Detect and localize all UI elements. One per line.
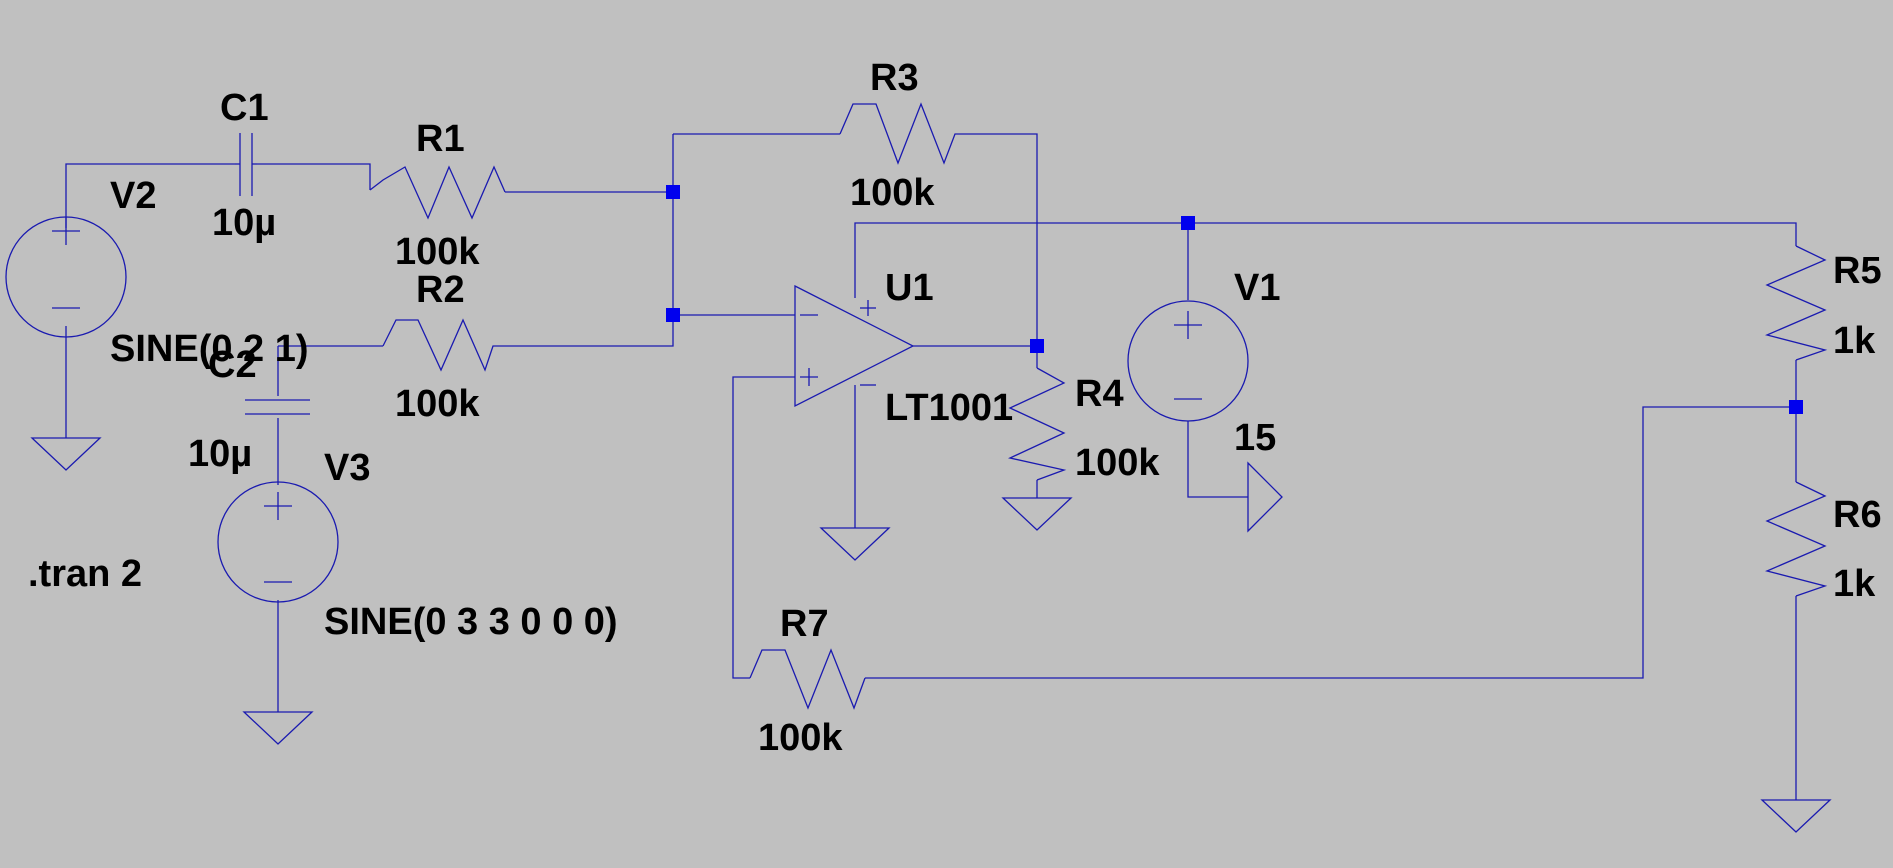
label-r1-name: R1 [416,118,465,160]
label-v3-name: V3 [324,447,370,489]
label-r4-name: R4 [1075,373,1124,415]
wire [865,406,1796,679]
junctions [666,185,1803,414]
wire [962,133,1038,346]
label-c2-name: C2 [208,344,257,386]
label-r2-value: 100k [395,383,480,425]
ground-icon [819,527,891,561]
voltage-source-v1[interactable] [1127,300,1249,422]
resistor-r4[interactable] [1007,367,1067,481]
resistor-r5[interactable] [1765,245,1828,361]
voltage-source-v3[interactable] [217,481,339,603]
wire [257,163,371,190]
label-r3-name: R3 [870,57,919,99]
wire [1187,421,1248,498]
junction-dot [1789,400,1803,414]
resistor-r1[interactable] [369,165,506,220]
ground-icon [1247,461,1283,533]
resistor-r7[interactable] [749,648,866,710]
label-r1-value: 100k [395,231,480,273]
label-r5-name: R5 [1833,250,1882,292]
label-r7-name: R7 [780,603,829,645]
grounds [30,437,1832,833]
capacitor-c1[interactable] [235,133,257,196]
ground-icon [1760,799,1832,833]
label-tran-directive[interactable]: .tran 2 [28,553,142,595]
label-c1-value: 10µ [212,202,276,244]
junction-dot [1030,339,1044,353]
junction-dot [666,185,680,199]
junction-dot [666,308,680,322]
label-v2-value: SINE(0 2 1) [110,328,309,370]
resistors [369,102,1828,710]
ground-icon [242,711,314,745]
wire [505,315,674,347]
ground-icon [1001,497,1073,531]
label-r5-value: 1k [1833,320,1876,362]
capacitor-c2[interactable] [245,399,310,415]
wire [732,376,795,679]
junction-dot [1181,216,1195,230]
labels: C1 10µ V2 R1 100k R2 100k C2 SINE(0 2 1)… [28,57,1882,759]
voltage-source-v2[interactable] [5,216,127,338]
resistor-r3[interactable] [839,102,962,165]
label-u1-value: LT1001 [885,387,1013,429]
wire [913,345,1038,368]
label-r4-value: 100k [1075,442,1160,484]
wire [854,222,1797,298]
label-v3-value: SINE(0 3 3 0 0 0) [324,601,618,643]
label-r6-value: 1k [1833,563,1876,605]
label-c2-value: 10µ [188,433,252,475]
voltage-sources [5,216,1249,603]
capacitors [235,133,310,415]
resistor-r2[interactable] [382,318,505,372]
label-v2-name: V2 [110,175,156,217]
label-r7-value: 100k [758,717,843,759]
label-v1-name: V1 [1234,267,1280,309]
opamp-u1[interactable] [794,284,915,408]
ground-icon [30,437,102,471]
resistor-r6[interactable] [1765,481,1828,597]
label-c1-name: C1 [220,87,269,129]
label-r2-name: R2 [416,269,465,311]
label-u1-name: U1 [885,267,934,309]
label-v1-value: 15 [1234,417,1276,459]
wire [65,163,235,228]
label-r6-name: R6 [1833,494,1882,536]
label-r3-value: 100k [850,172,935,214]
